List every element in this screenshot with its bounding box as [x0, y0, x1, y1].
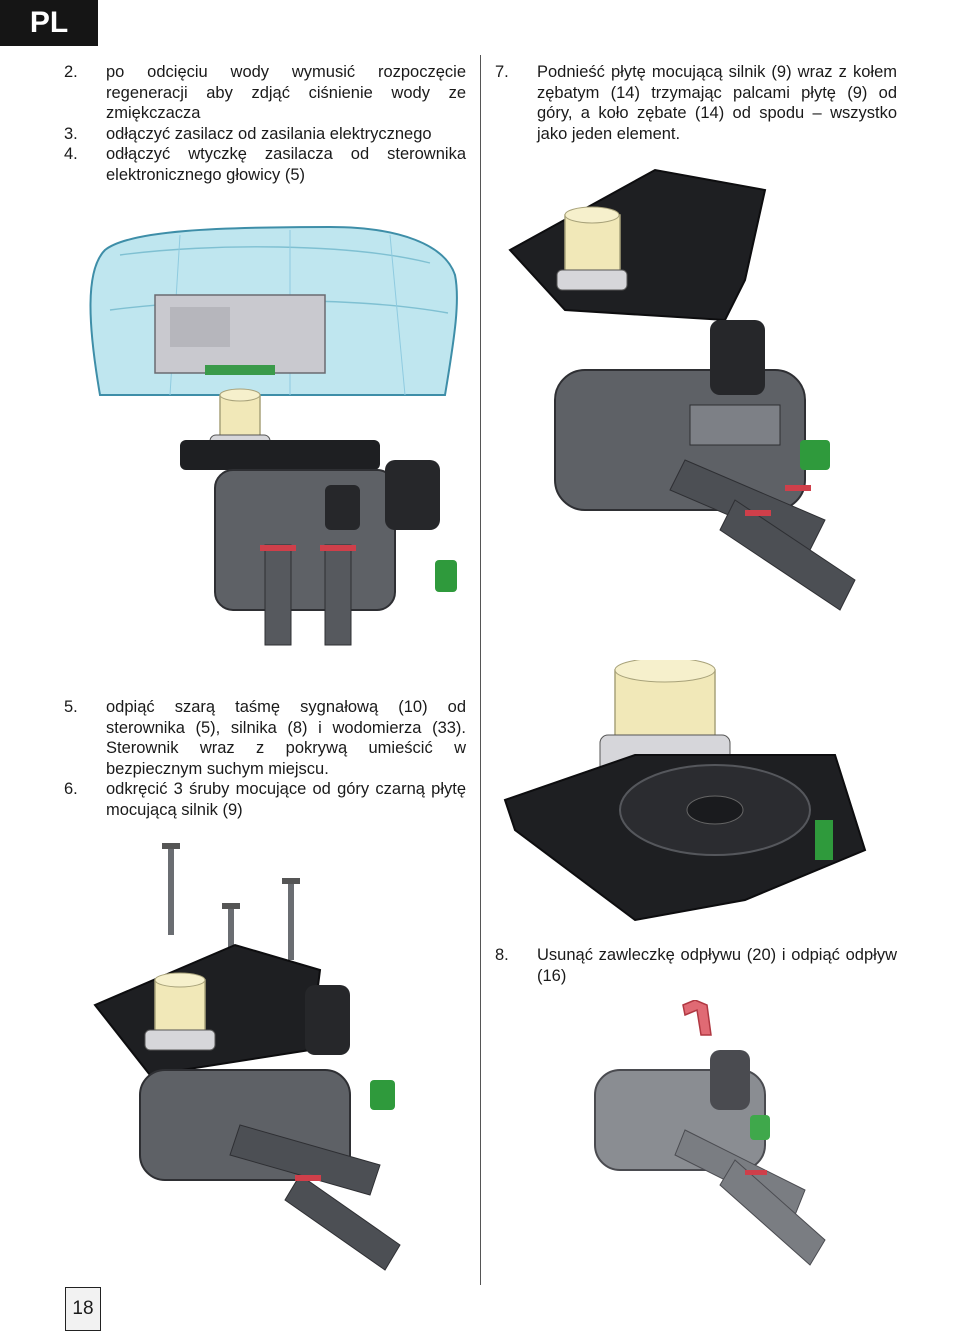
column-divider	[480, 55, 481, 1285]
step-2: 2. po odcięciu wody wymusić rozpoczęcie r…	[64, 62, 466, 124]
steps-top-left: 2. po odcięciu wody wymusić rozpoczęcie r…	[64, 62, 466, 185]
step-number: 8.	[495, 946, 509, 964]
step-text: po odcięciu wody wymusić rozpoczęcie reg…	[106, 63, 466, 122]
steps-mid-left: 5. odpiąć szarą taśmę sygnałową (10) od s…	[64, 697, 466, 820]
steps-top-right: 7. Podnieść płytę mocującą silnik (9) wra…	[495, 62, 897, 144]
page-number: 18	[72, 1298, 94, 1319]
step-number: 7.	[495, 63, 509, 81]
motor-plate-gear-illustration	[503, 660, 867, 922]
screws-removal-illustration	[93, 843, 401, 1271]
motor-plate-lift-illustration	[508, 168, 856, 611]
step-number: 2.	[64, 63, 78, 81]
page-number-box: 18	[65, 1287, 101, 1331]
language-label: PL	[29, 6, 69, 39]
step-text: odłączyć zasilacz od zasilania elektrycz…	[106, 124, 432, 143]
step-text: odpiąć szarą taśmę sygnałową (10) od ste…	[106, 698, 466, 778]
step-3: 3. odłączyć zasilacz od zasilania elektry…	[64, 124, 466, 145]
drain-clip-removal-illustration	[594, 1000, 826, 1266]
step-5: 5. odpiąć szarą taśmę sygnałową (10) od s…	[64, 697, 466, 779]
step-number: 5.	[64, 698, 78, 716]
step-7: 7. Podnieść płytę mocującą silnik (9) wra…	[495, 62, 897, 144]
step-text: Usunąć zawleczkę odpływu (20) i odpiąć o…	[537, 946, 897, 985]
step-number: 4.	[64, 145, 78, 163]
language-tab: PL	[0, 0, 98, 46]
step-number: 6.	[64, 780, 78, 798]
step-text: odkręcić 3 śruby mocujące od góry czarną…	[106, 780, 466, 819]
step-text: Podnieść płytę mocującą silnik (9) wraz …	[537, 63, 897, 143]
step-number: 3.	[64, 124, 78, 143]
step-4: 4. odłączyć wtyczkę zasilacza od sterowni…	[64, 144, 466, 185]
step-text: odłączyć wtyczkę zasilacza od sterownika…	[106, 145, 466, 184]
step-6: 6. odkręcić 3 śruby mocujące od góry czar…	[64, 779, 466, 820]
valve-with-cover-illustration	[89, 225, 458, 646]
step-8: 8. Usunąć zawleczkę odpływu (20) i odpiąć…	[495, 945, 897, 986]
steps-mid-right: 8. Usunąć zawleczkę odpływu (20) i odpiąć…	[495, 945, 897, 986]
